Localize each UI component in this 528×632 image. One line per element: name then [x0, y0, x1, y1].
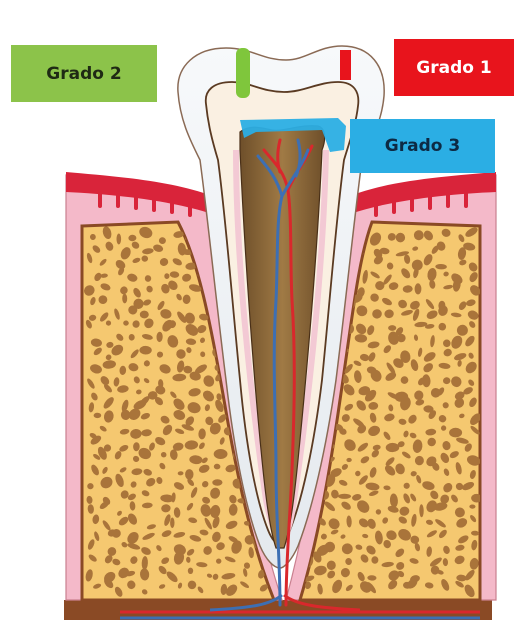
bone-spot: [449, 428, 462, 438]
grado-2-label: Grado 2: [11, 45, 157, 102]
bone-spot: [185, 469, 193, 480]
grado-1-label: Grado 1: [394, 39, 514, 96]
grado-2-marker: [236, 48, 250, 98]
bone-spot: [188, 568, 193, 574]
bone-spot: [216, 559, 221, 564]
bone-spot: [338, 494, 351, 499]
bone-spot: [415, 283, 422, 294]
bone-spot: [388, 325, 396, 331]
grado-1-marker: [340, 50, 351, 80]
bone-spot: [371, 556, 378, 563]
grado-3-label: Grado 3: [350, 119, 495, 173]
bone-spot: [117, 234, 122, 245]
bone-spot: [170, 518, 174, 529]
bone-spot: [214, 449, 228, 459]
